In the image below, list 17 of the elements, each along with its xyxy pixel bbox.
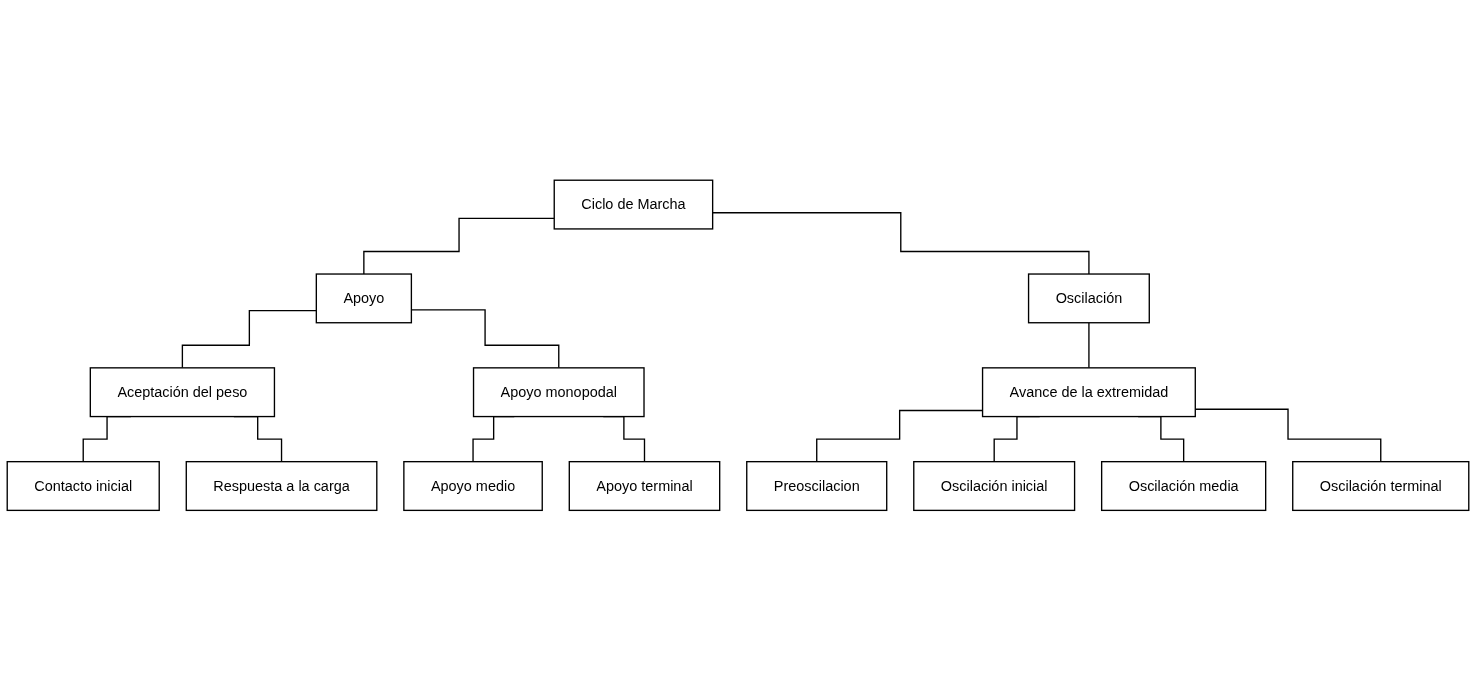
node-box: Apoyo terminal <box>568 460 721 511</box>
connector <box>363 217 555 275</box>
connector <box>181 309 317 369</box>
node-box: Aceptación del peso <box>89 366 276 417</box>
node-box: Oscilación <box>1027 273 1150 324</box>
node-box: Ciclo de Marcha <box>553 179 714 230</box>
node-box: Respuesta a la carga <box>185 460 378 511</box>
node-box: Contacto inicial <box>6 460 160 511</box>
node-box: Preoscilacion <box>746 460 888 511</box>
node-box: Oscilación inicial <box>913 460 1076 511</box>
node-box: Oscilación terminal <box>1292 460 1470 511</box>
node-box: Oscilación media <box>1100 460 1267 511</box>
node-box: Apoyo monopodal <box>472 366 645 417</box>
node-box: Apoyo <box>315 273 413 324</box>
node-box: Apoyo medio <box>403 460 543 511</box>
connector <box>1088 321 1090 369</box>
node-box: Avance de la extremidad <box>981 366 1196 417</box>
